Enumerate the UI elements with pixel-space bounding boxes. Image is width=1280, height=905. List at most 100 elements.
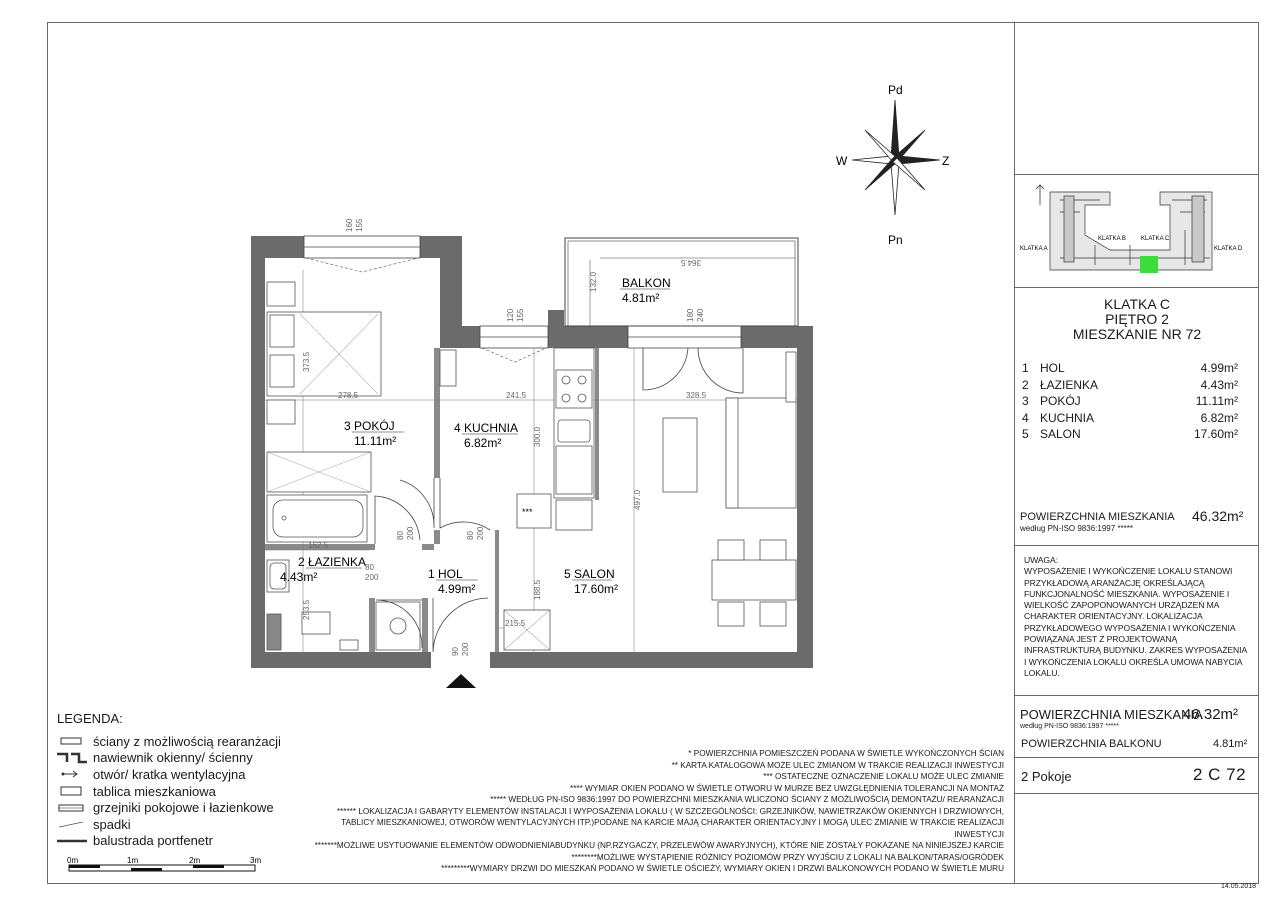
balcony-area-label: POWIERZCHNIA BALKONU [1021, 738, 1162, 750]
dim-salon-depth: 497.0 [633, 489, 642, 510]
hol-area: 4.99m² [438, 582, 475, 596]
legend-label: balustrada portfenetr [93, 833, 213, 849]
balkon-name: BALKON [622, 276, 671, 290]
dim-win2-a: 120 [506, 308, 515, 322]
balkon-area: 4.81m² [622, 291, 659, 305]
salon-furniture [503, 351, 797, 651]
legend-title: LEGENDA: [57, 711, 123, 726]
bathtub [266, 494, 368, 543]
pokoj-area: 11.11m² [354, 434, 396, 448]
footnote: ****** LOKALIZACJA I GABARYTY ELEMENTÓW … [336, 806, 1004, 816]
note-line: CHARAKTER ORIENTACYJNY. LOKALIZACJA [1024, 611, 1203, 622]
dim-pokoj-width: 278.5 [338, 391, 359, 400]
dim-door-pok-b: 200 [406, 526, 415, 540]
balustrade-icon [55, 835, 89, 847]
legend-item: balustrada portfenetr [55, 833, 295, 850]
dim-door-in-b: 200 [461, 642, 470, 656]
dim-door-kuch-b: 200 [476, 526, 485, 540]
entrance-arrow [446, 674, 476, 688]
kitchen-units [439, 347, 595, 531]
legend-item: nawiewnik okienny/ ścienny [55, 750, 295, 767]
compass-rose [851, 99, 941, 216]
legend-item: otwór/ kratka wentylacyjna [55, 766, 295, 783]
compass-north: Pd [888, 83, 903, 97]
dim-salon-width: 328.5 [686, 391, 707, 400]
room-name: POKÓJ [1040, 394, 1081, 409]
legend: ściany z możliwością rearanżacji nawiewn… [55, 733, 295, 849]
keyplan-label-b: KLATKA B [1098, 236, 1126, 242]
legend-item: grzejniki pokojowe i łazienkowe [55, 799, 295, 816]
footnote: *********WYMIARY DRZWI DO MIESZKAŃ PODAN… [441, 864, 1004, 874]
title-block-line [1014, 793, 1259, 794]
dim-win1-b: 155 [355, 218, 364, 232]
note-line: FUNKCJONALNOŚĆ MIESZKANIA. WYPOSAŻENIE I [1024, 588, 1230, 599]
bathroom-fixtures [266, 559, 421, 651]
label-underlines [306, 288, 670, 581]
balcony-area-value: 4.81m² [1213, 738, 1248, 750]
room-labels: BALKON 4.81m² 3 POKÓJ 11.11m² 4 KUCHNIA … [280, 276, 671, 596]
title-block-divider [1014, 22, 1015, 884]
note-line: POWIĄZANA JEST Z PROJEKTOWANĄ [1024, 634, 1178, 645]
title-block-line [1014, 174, 1259, 175]
legend-label: otwór/ kratka wentylacyjna [93, 766, 246, 782]
footnote: ********MOŻLIWE WYSTĄPIENIE RÓŻNICY POZI… [571, 852, 1004, 862]
note-line: LOKALU. [1024, 667, 1060, 678]
vent-opening-icon [55, 768, 89, 780]
note-line: WIELKOŚĆ ZAPOPONOWANYCH URZĄDZEŃ MA [1024, 600, 1220, 611]
window-swings [305, 257, 547, 363]
electrical-panel-icon [55, 785, 89, 797]
kuchnia-num: 4 [454, 421, 461, 435]
key-plan [1035, 184, 1213, 271]
dim-balkon-depth: 132.0 [589, 271, 598, 292]
room-area: 4.99m² [1200, 361, 1238, 376]
dim-kuchnia-depth: 300.0 [533, 426, 542, 447]
hob-marks: *** [522, 507, 533, 517]
kuchnia-name: KUCHNIA [464, 421, 518, 435]
legend-item: ściany z możliwością rearanżacji [55, 733, 295, 750]
dim-hol-depth: 188.5 [533, 579, 542, 600]
balcony [564, 237, 799, 327]
doors [374, 478, 491, 653]
area-value: 46.32m² [1192, 508, 1244, 524]
dim-balkon-width: 364.5 [680, 258, 701, 267]
apartment-header: KLATKA C PIĘTRO 2 MIESZKANIE NR 72 [1015, 297, 1259, 342]
keyplan-label-a: KLATKA A [1020, 246, 1048, 252]
dim-win1-a: 160 [345, 218, 354, 232]
lazienka-num: 2 [298, 555, 305, 569]
footnote: TABLICY MIESZKANIOWEJ, OTWORÓW WENTYLACY… [341, 818, 1004, 839]
dim-door-bal-b: 240 [696, 308, 705, 322]
dim-lazienka-width: 162.5 [308, 541, 329, 550]
vent-inlet-icon [55, 752, 89, 764]
rearrangeable-wall-icon [55, 735, 89, 747]
dim-door-laz-b: 200 [365, 573, 379, 582]
salon-name: SALON [574, 567, 615, 581]
dimension-texts: 278.5 241.5 328.5 162.5 215.5 364.5 373.… [302, 218, 707, 656]
drawing-date: 14.05.2018 [1221, 883, 1257, 890]
pokoj-name: POKÓJ [354, 418, 395, 433]
rooms-count: 2 Pokoje [1021, 769, 1072, 784]
area2-norm: według PN-ISO 9836:1997 ***** [1020, 723, 1119, 730]
balcony-door-swings [642, 347, 744, 394]
hol-num: 1 [428, 567, 435, 581]
scale-3: 3m [250, 856, 261, 865]
title-block-line [1014, 757, 1259, 758]
note-line: PRZYKŁADOWEGO WYPOSAŻENIA I WYKOŃCZENIA [1024, 622, 1236, 633]
legend-label: tablica mieszkaniowa [93, 783, 216, 799]
dim-kuchnia-width: 241.5 [506, 391, 527, 400]
dim-pokoj-depth: 373.5 [302, 351, 311, 372]
legend-item: spadki [55, 816, 295, 833]
hol-name: HOL [438, 567, 463, 581]
scale-0: 0m [67, 856, 78, 865]
dim-lazienka-depth: 253.5 [302, 599, 311, 620]
room-name: HOL [1040, 361, 1065, 376]
footnote: *** OSTATECZNE OZNACZENIE LOKALU MOŻE UL… [763, 772, 1004, 782]
lazienka-name: ŁAZIENKA [308, 555, 366, 569]
area-label: POWIERZCHNIA MIESZKANIA [1020, 511, 1175, 523]
